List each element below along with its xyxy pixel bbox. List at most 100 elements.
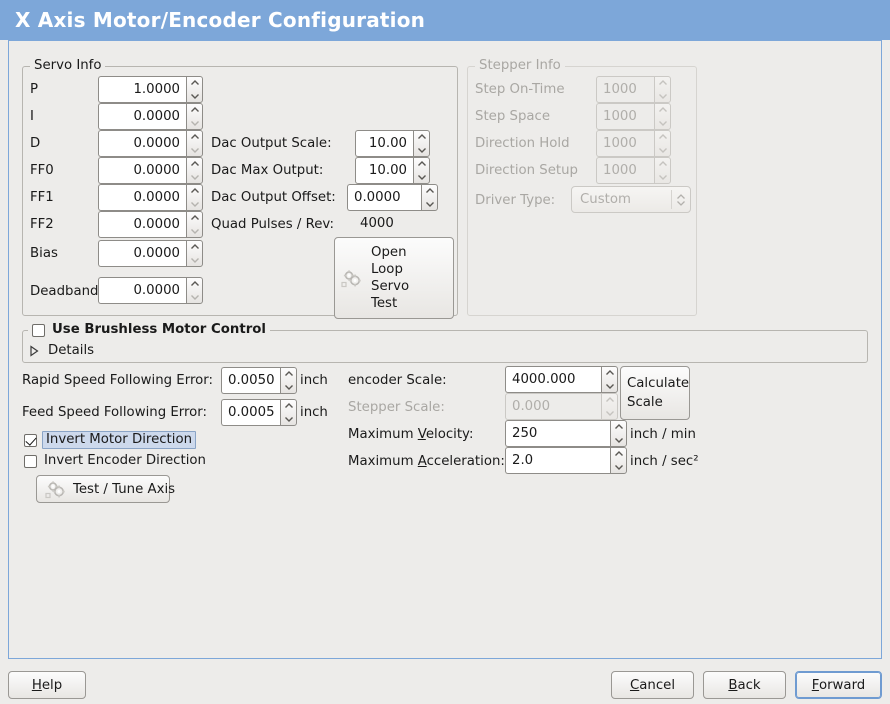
spinner-up-icon[interactable] xyxy=(414,158,429,171)
spinner-buttons[interactable] xyxy=(186,130,203,157)
spinner-up-icon[interactable] xyxy=(187,131,202,144)
spinner-buttons[interactable] xyxy=(610,420,627,447)
spinner-down-icon[interactable] xyxy=(655,117,670,130)
spinner-buttons[interactable] xyxy=(601,393,618,420)
spinner-up-icon[interactable] xyxy=(611,421,626,434)
maximum-acceleration-input[interactable]: 2.0 xyxy=(505,447,627,474)
spinner-down-icon[interactable] xyxy=(655,90,670,103)
servo-input-p[interactable]: 1.0000 xyxy=(98,76,203,103)
stepper-input-direction-setup[interactable]: 1000 xyxy=(596,157,671,184)
spinner-up-icon[interactable] xyxy=(414,131,429,144)
dac-output-offset-input[interactable]: 0.0000 xyxy=(347,184,438,211)
invert-encoder-direction-checkbox[interactable]: Invert Encoder Direction xyxy=(24,453,206,469)
spinner-buttons[interactable] xyxy=(186,240,203,267)
spinner-down-icon[interactable] xyxy=(187,254,202,267)
checkbox-box[interactable] xyxy=(32,323,45,337)
rapid-speed-following-error-input[interactable]: 0.0050 xyxy=(221,367,297,394)
spinner-down-icon[interactable] xyxy=(281,413,296,426)
spinner-buttons[interactable] xyxy=(186,157,203,184)
spinner-buttons[interactable] xyxy=(654,76,671,103)
invert-motor-direction-checkbox[interactable]: Invert Motor Direction xyxy=(24,431,197,449)
dac-max-output-input[interactable]: 10.00 xyxy=(355,157,430,184)
forward-button[interactable]: Forward xyxy=(795,671,882,699)
servo-input-ff1[interactable]: 0.0000 xyxy=(98,184,203,211)
servo-input-bias[interactable]: 0.0000 xyxy=(98,240,203,267)
spinner-down-icon[interactable] xyxy=(187,291,202,304)
servo-input-d[interactable]: 0.0000 xyxy=(98,130,203,157)
spinner-up-icon[interactable] xyxy=(422,185,437,198)
spinner-up-icon[interactable] xyxy=(187,158,202,171)
spinner-buttons[interactable] xyxy=(601,366,618,393)
spinner-up-icon[interactable] xyxy=(611,448,626,461)
spinner-buttons[interactable] xyxy=(610,447,627,474)
chevron-updown-icon[interactable] xyxy=(672,187,690,212)
spinner-buttons[interactable] xyxy=(186,103,203,130)
spinner-down-icon[interactable] xyxy=(602,380,617,393)
spinner-up-icon[interactable] xyxy=(655,158,670,171)
checkbox-box[interactable] xyxy=(24,454,37,468)
spinner-buttons[interactable] xyxy=(280,399,297,426)
test-tune-axis-button[interactable]: Test / Tune Axis xyxy=(36,475,175,503)
spinner-buttons[interactable] xyxy=(413,130,430,157)
details-expander[interactable]: Details xyxy=(28,343,94,358)
spinner-up-icon[interactable] xyxy=(281,368,296,381)
spinner-down-icon[interactable] xyxy=(187,225,202,238)
calculate-scale-button[interactable]: Calculate Scale xyxy=(620,366,690,420)
spinner-up-icon[interactable] xyxy=(187,241,202,254)
cancel-button[interactable]: Cancel xyxy=(611,671,694,699)
spinner-down-icon[interactable] xyxy=(414,171,429,184)
spinner-down-icon[interactable] xyxy=(187,90,202,103)
spinner-buttons[interactable] xyxy=(654,157,671,184)
spinner-down-icon[interactable] xyxy=(187,171,202,184)
stepper-scale-input[interactable]: 0.000 xyxy=(505,393,618,420)
spinner-down-icon[interactable] xyxy=(611,461,626,474)
spinner-down-icon[interactable] xyxy=(187,144,202,157)
spinner-buttons[interactable] xyxy=(186,211,203,238)
spinner-up-icon[interactable] xyxy=(602,367,617,380)
spinner-buttons[interactable] xyxy=(186,76,203,103)
spinner-down-icon[interactable] xyxy=(187,117,202,130)
stepper-input-direction-hold[interactable]: 1000 xyxy=(596,130,671,157)
checkbox-box[interactable] xyxy=(24,433,37,447)
servo-input-deadband[interactable]: 0.0000 xyxy=(98,277,203,304)
servo-input-ff0[interactable]: 0.0000 xyxy=(98,157,203,184)
spinner-down-icon[interactable] xyxy=(602,407,617,420)
stepper-input-step-space[interactable]: 1000 xyxy=(596,103,671,130)
feed-speed-following-error-input[interactable]: 0.0005 xyxy=(221,399,297,426)
spinner-buttons[interactable] xyxy=(413,157,430,184)
help-button[interactable]: Help xyxy=(8,671,86,699)
maximum-velocity-input[interactable]: 250 xyxy=(505,420,627,447)
spinner-up-icon[interactable] xyxy=(655,131,670,144)
chevron-right-icon[interactable] xyxy=(28,344,40,357)
spinner-buttons[interactable] xyxy=(186,184,203,211)
spinner-up-icon[interactable] xyxy=(655,104,670,117)
spinner-down-icon[interactable] xyxy=(422,198,437,211)
dac-output-scale-input[interactable]: 10.00 xyxy=(355,130,430,157)
driver-type-select[interactable]: Custom xyxy=(571,186,691,213)
spinner-up-icon[interactable] xyxy=(281,400,296,413)
spinner-down-icon[interactable] xyxy=(655,144,670,157)
stepper-input-step-on-time[interactable]: 1000 xyxy=(596,76,671,103)
spinner-buttons[interactable] xyxy=(186,277,203,304)
spinner-up-icon[interactable] xyxy=(187,212,202,225)
use-brushless-motor-control-checkbox[interactable]: Use Brushless Motor Control xyxy=(28,322,270,338)
spinner-up-icon[interactable] xyxy=(602,394,617,407)
encoder-scale-input[interactable]: 4000.000 xyxy=(505,366,618,393)
servo-input-ff2[interactable]: 0.0000 xyxy=(98,211,203,238)
spinner-down-icon[interactable] xyxy=(281,381,296,394)
spinner-down-icon[interactable] xyxy=(611,434,626,447)
spinner-up-icon[interactable] xyxy=(187,278,202,291)
spinner-up-icon[interactable] xyxy=(187,185,202,198)
spinner-up-icon[interactable] xyxy=(187,77,202,90)
back-button[interactable]: Back xyxy=(703,671,786,699)
spinner-down-icon[interactable] xyxy=(414,144,429,157)
servo-input-i[interactable]: 0.0000 xyxy=(98,103,203,130)
spinner-buttons[interactable] xyxy=(280,367,297,394)
spinner-down-icon[interactable] xyxy=(655,171,670,184)
spinner-buttons[interactable] xyxy=(654,130,671,157)
spinner-buttons[interactable] xyxy=(654,103,671,130)
spinner-down-icon[interactable] xyxy=(187,198,202,211)
spinner-up-icon[interactable] xyxy=(655,77,670,90)
spinner-buttons[interactable] xyxy=(421,184,438,211)
